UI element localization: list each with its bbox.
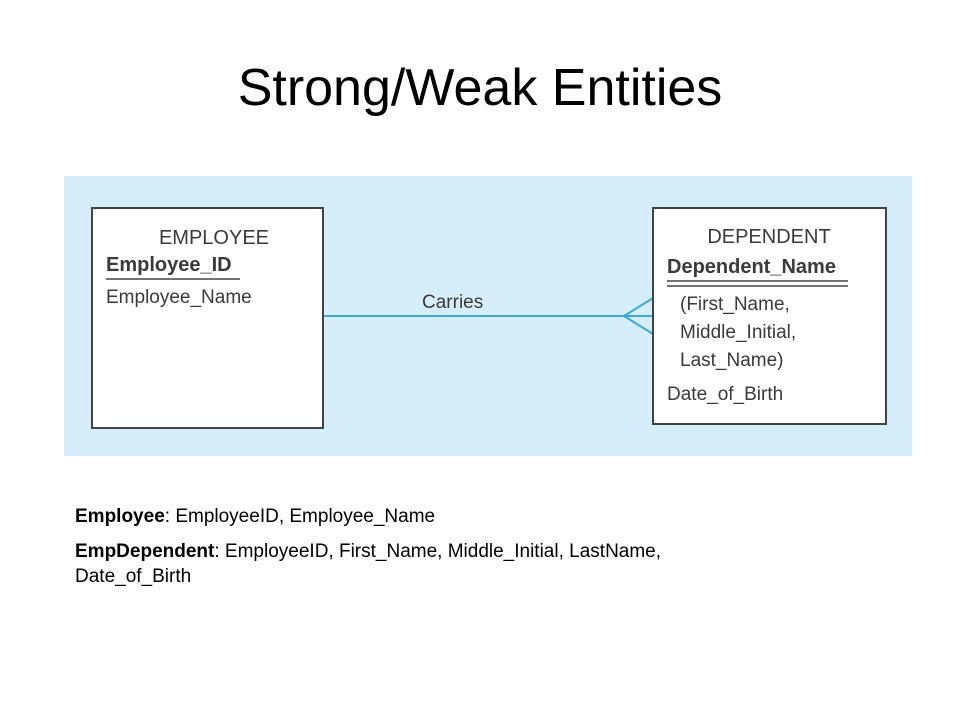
employee-entity: EMPLOYEE Employee_ID Employee_Name	[91, 207, 324, 429]
schema-fields: EmployeeID, First_Name, Middle_Initial, …	[75, 541, 662, 587]
slide-title: Strong/Weak Entities	[237, 59, 723, 117]
schema-entity-name: Employee	[75, 506, 165, 527]
dependent-entity-name: DEPENDENT	[707, 226, 830, 248]
dependent-entity: DEPENDENT Dependent_Name (First_Name, Mi…	[652, 207, 887, 425]
er-diagram: Carries EMPLOYEE Employee_ID Employee_Na…	[64, 176, 912, 456]
employee-schema-line: Employee: EmployeeID, Employee_Name	[75, 504, 775, 529]
dependent-attribute: Last_Name)	[680, 350, 784, 371]
dependent-entity-box	[652, 207, 887, 425]
dependent-attribute: Middle_Initial,	[680, 322, 796, 343]
dependent-attribute: Date_of_Birth	[667, 384, 783, 405]
relationship-label: Carries	[422, 292, 483, 313]
employee-key-attribute: Employee_ID	[106, 254, 232, 276]
empdependent-schema-line: EmpDependent: EmployeeID, First_Name, Mi…	[75, 539, 775, 589]
crows-foot-icon	[623, 297, 654, 335]
employee-entity-box	[91, 207, 324, 429]
schema-separator: :	[214, 541, 225, 562]
er-diagram-canvas: Carries EMPLOYEE Employee_ID Employee_Na…	[64, 176, 912, 456]
employee-entity-name: EMPLOYEE	[159, 227, 269, 249]
schema-entity-name: EmpDependent	[75, 541, 215, 562]
relational-schema-notes: Employee: EmployeeID, Employee_Name EmpD…	[75, 504, 775, 599]
dependent-attribute: (First_Name,	[680, 294, 790, 315]
employee-attribute: Employee_Name	[106, 287, 252, 308]
schema-fields: EmployeeID, Employee_Name	[175, 506, 436, 527]
schema-separator: :	[164, 506, 176, 527]
dependent-partial-key-attribute: Dependent_Name	[667, 256, 836, 278]
